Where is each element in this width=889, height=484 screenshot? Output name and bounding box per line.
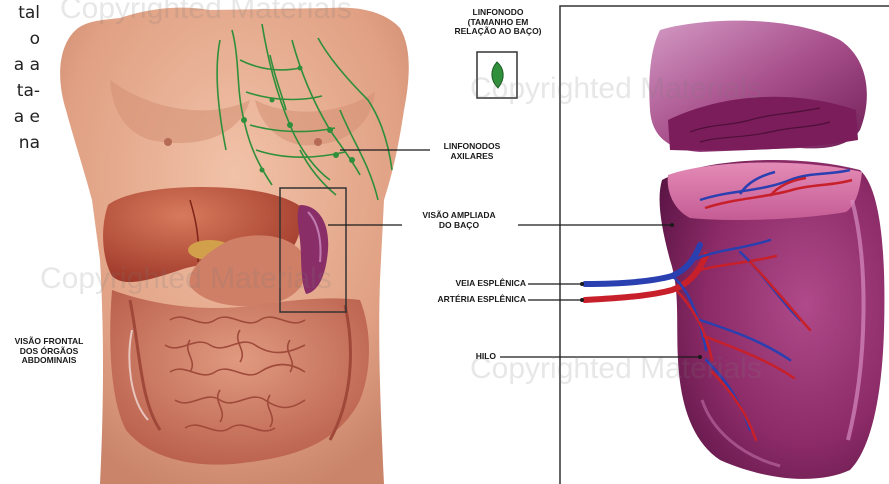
spleen-enlarged xyxy=(649,21,884,479)
label-axillary-lymph-nodes: LINFONODOS AXILARES xyxy=(432,142,512,161)
label-spleen-enlarged-view: VISÃO AMPLIADA DO BAÇO xyxy=(404,211,514,230)
intestines xyxy=(110,290,369,465)
label-splenic-vein: VEIA ESPLÊNICA xyxy=(400,279,526,289)
label-splenic-artery: ARTÉRIA ESPLÊNICA xyxy=(384,295,526,305)
label-hilum: HILO xyxy=(440,352,496,362)
label-frontal-view: VISÃO FRONTAL DOS ÓRGÃOS ABDOMINAIS xyxy=(2,337,96,366)
label-lymph-node: LINFONODO (TAMANHO EM RELAÇÃO AO BAÇO) xyxy=(440,8,556,37)
